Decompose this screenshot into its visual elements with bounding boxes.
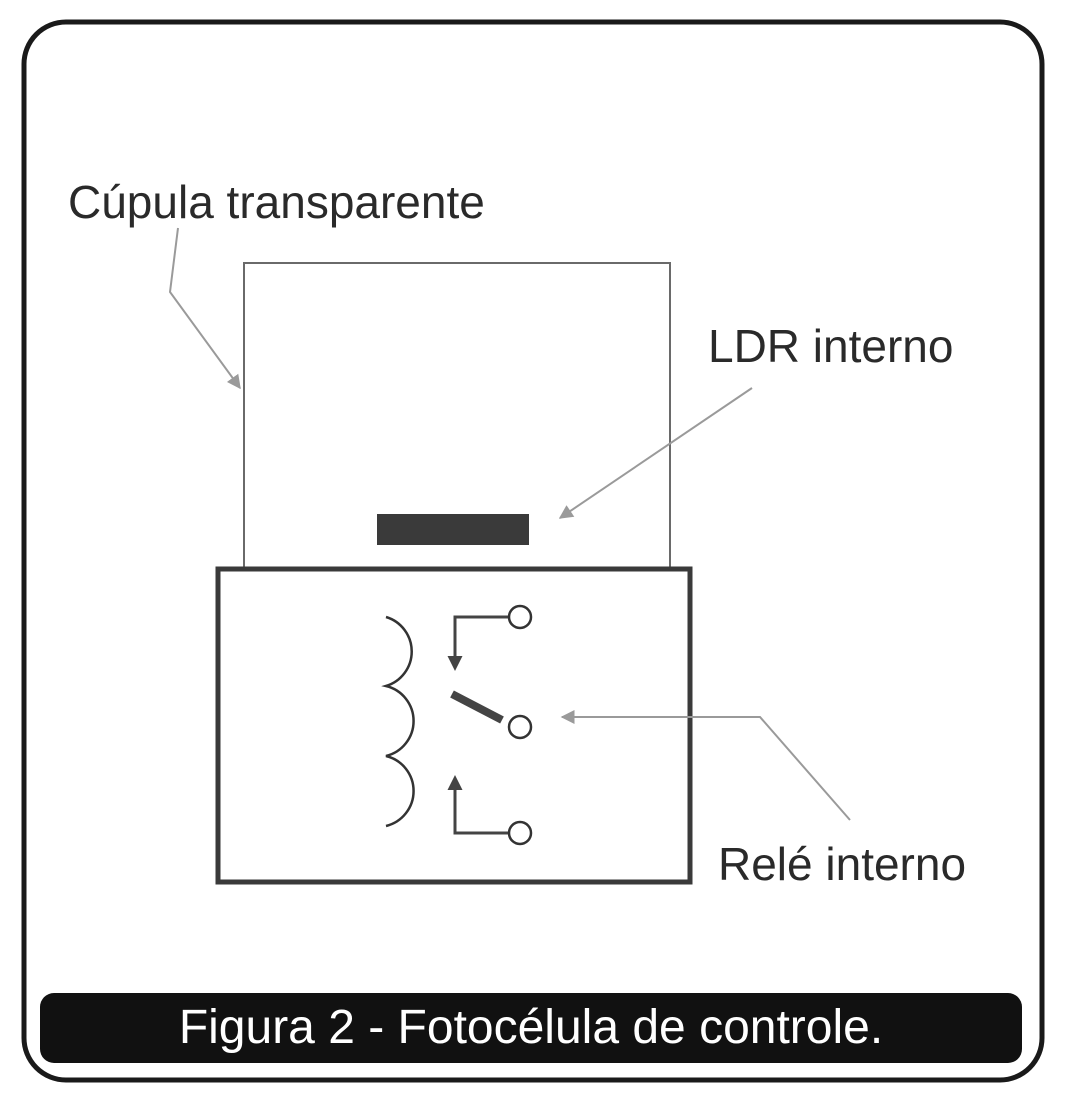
contact-terminal-icon	[507, 820, 533, 846]
outer-frame	[21, 19, 1045, 1083]
relay-box	[215, 566, 693, 885]
caption-text: Figura 2 - Fotocélula de controle.	[179, 1001, 883, 1054]
relay-leader-arrow	[560, 710, 851, 821]
relay-label: Relé interno	[718, 838, 966, 890]
dome-leader-arrow	[168, 227, 241, 390]
caption-bar	[40, 993, 1022, 1063]
contact-terminal-icon	[507, 604, 533, 630]
ldr-element	[377, 514, 529, 545]
ldr-leader-arrow	[558, 387, 753, 519]
relay-switch	[447, 604, 533, 846]
dome-label: Cúpula transparente	[68, 176, 485, 228]
contact-terminal-icon	[507, 714, 533, 740]
ldr-label: LDR interno	[708, 320, 953, 372]
coil-icon	[381, 615, 415, 828]
